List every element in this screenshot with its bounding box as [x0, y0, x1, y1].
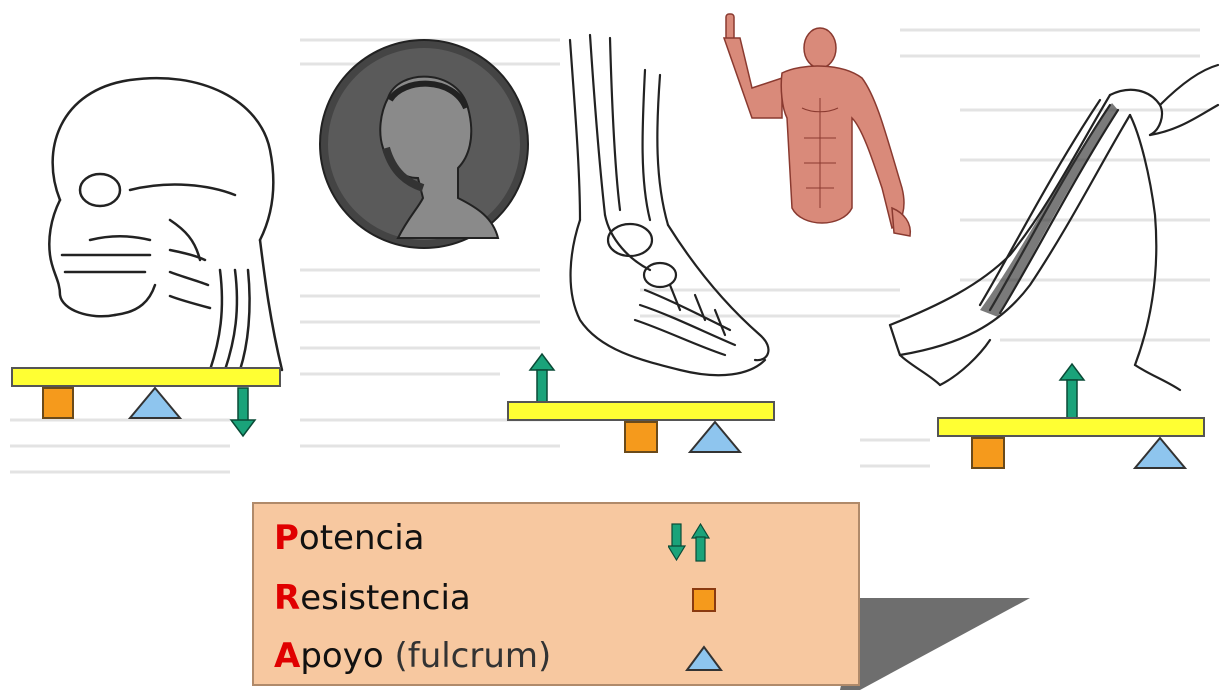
- potencia-arrow-down: [231, 388, 255, 436]
- apoyo-triangle: [1135, 438, 1185, 468]
- potencia-arrows-icon: [668, 522, 714, 562]
- legend-label-extra: (fulcrum): [394, 636, 551, 676]
- apoyo-triangle: [130, 388, 180, 418]
- portrait-medallion: [318, 38, 530, 250]
- lever-second-class: [505, 352, 780, 462]
- legend-shadow: [840, 598, 1032, 690]
- resistencia-box: [43, 388, 73, 418]
- lever-bar: [12, 368, 280, 386]
- apoyo-triangle: [690, 422, 740, 452]
- legend-initial: A: [274, 636, 300, 676]
- resistencia-square-icon: [690, 586, 718, 614]
- skull-neck-illustration: [20, 40, 300, 380]
- resistencia-box: [972, 438, 1004, 468]
- apoyo-triangle-icon: [684, 644, 724, 674]
- potencia-arrow-up: [1060, 364, 1084, 418]
- resistencia-box: [625, 422, 657, 452]
- lever-bar: [508, 402, 774, 420]
- legend-label: esistencia: [300, 578, 471, 618]
- legend-label: poyo: [300, 636, 383, 676]
- lever-bar: [938, 418, 1204, 436]
- lever-third-class: [935, 362, 1210, 472]
- arm-elbow-illustration: [880, 55, 1220, 405]
- potencia-arrow-up: [530, 354, 554, 402]
- legend-label: otencia: [299, 518, 425, 558]
- legend-initial: R: [274, 578, 300, 618]
- lever-first-class: [10, 360, 285, 440]
- legend-initial: P: [274, 518, 299, 558]
